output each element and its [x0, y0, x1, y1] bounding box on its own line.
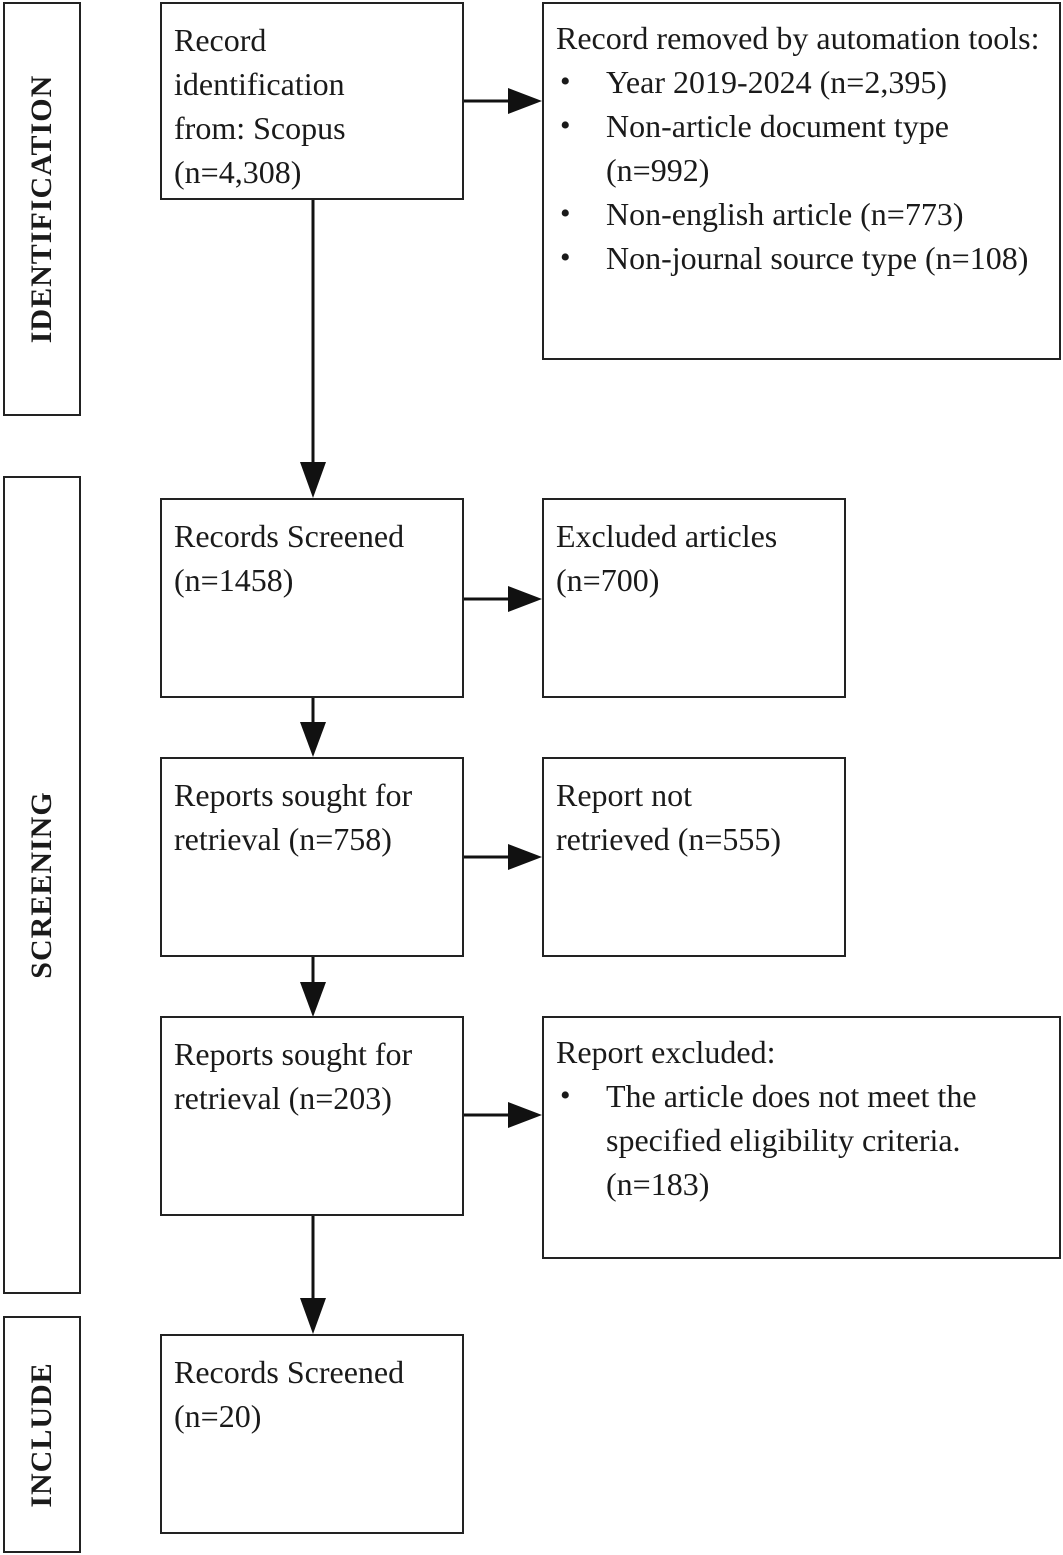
arrowhead-sought2-to-included [300, 1298, 326, 1334]
removed-box: Record removed by automation tools: Year… [542, 2, 1061, 360]
sought2-line-1: Reports sought for [174, 1036, 413, 1072]
identification-line-4: (n=4,308) [174, 154, 302, 190]
report-excluded-item: The article does not meet the specified … [556, 1074, 1049, 1206]
arrowhead-to-removed [508, 88, 542, 114]
sought1-box: Reports sought for retrieval (n=758) [160, 757, 464, 957]
removed-item: Non-english article (n=773) [556, 192, 1049, 236]
removed-item: Non-journal source type (n=108) [556, 236, 1049, 280]
arrowhead-to-excluded [508, 586, 542, 612]
stage-include: INCLUDE [3, 1316, 81, 1553]
screened-box: Records Screened (n=1458) [160, 498, 464, 698]
removed-heading: Record removed by automation tools: [556, 20, 1040, 56]
screened-line-1: Records Screened [174, 518, 405, 554]
screened-line-2: (n=1458) [174, 562, 294, 598]
arrowhead-sought1-to-sought2 [300, 982, 326, 1017]
included-line-2: (n=20) [174, 1398, 262, 1434]
excluded-line-1: Excluded articles [556, 518, 778, 554]
report-excluded-list: The article does not meet the specified … [556, 1074, 1049, 1206]
not-retrieved-line-1: Report not [556, 777, 692, 813]
stage-identification: IDENTIFICATION [3, 2, 81, 416]
identification-line-3: from: Scopus [174, 110, 346, 146]
arrowhead-to-not-retrieved [508, 844, 542, 870]
removed-list: Year 2019-2024 (n=2,395) Non-article doc… [556, 60, 1049, 280]
removed-item: Non-article document type (n=992) [556, 104, 1049, 192]
not-retrieved-line-2: retrieved (n=555) [556, 821, 782, 857]
excluded-line-2: (n=700) [556, 562, 660, 598]
sought2-line-2: retrieval (n=203) [174, 1080, 392, 1116]
identification-box: Record identification from: Scopus (n=4,… [160, 2, 464, 200]
sought2-box: Reports sought for retrieval (n=203) [160, 1016, 464, 1216]
sought1-line-1: Reports sought for [174, 777, 413, 813]
stage-screening: SCREENING [3, 476, 81, 1294]
sought1-line-2: retrieval (n=758) [174, 821, 392, 857]
arrowhead-screened-to-sought1 [300, 722, 326, 757]
excluded-box: Excluded articles (n=700) [542, 498, 846, 698]
report-excluded-box: Report excluded: The article does not me… [542, 1016, 1061, 1259]
included-line-1: Records Screened [174, 1354, 405, 1390]
not-retrieved-box: Report not retrieved (n=555) [542, 757, 846, 957]
report-excluded-heading: Report excluded: [556, 1034, 776, 1070]
identification-line-2: identification [174, 66, 345, 102]
included-box: Records Screened (n=20) [160, 1334, 464, 1534]
arrowhead-to-report-excluded [508, 1102, 542, 1128]
arrowhead-identification-to-screened [300, 462, 326, 498]
removed-item: Year 2019-2024 (n=2,395) [556, 60, 1049, 104]
identification-line-1: Record [174, 22, 267, 58]
